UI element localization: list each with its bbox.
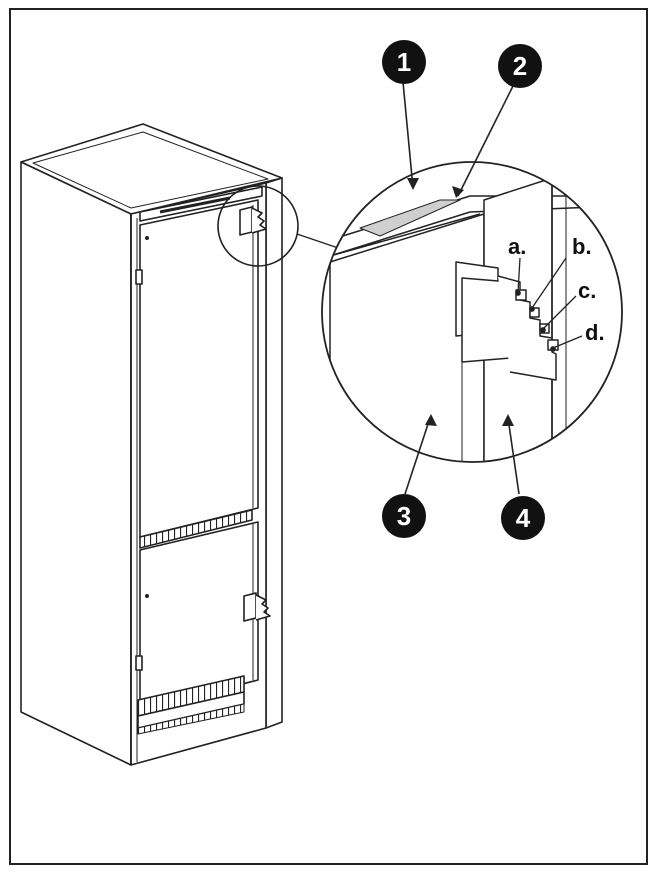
callout-1: 1: [382, 40, 426, 84]
lower-hinge: [243, 592, 271, 622]
upper-door: [139, 199, 259, 538]
svg-text:1: 1: [397, 47, 411, 77]
callout-2: 2: [498, 44, 542, 88]
cabinet-left-side: [20, 161, 132, 766]
upper-hinge: [239, 206, 267, 236]
hinge-position-c: c.: [578, 278, 596, 303]
hinge-position-d: d.: [585, 320, 605, 345]
cabinet: [20, 123, 283, 766]
hinge-position-b: b.: [572, 234, 592, 259]
hinge-position-a: a.: [508, 234, 526, 259]
middle-vent: [139, 509, 253, 549]
svg-text:2: 2: [513, 51, 527, 81]
svg-text:3: 3: [397, 501, 411, 531]
detail-magnified-view: a. b. c. d.: [321, 161, 623, 463]
callout-4: 4: [501, 496, 545, 540]
callout-3: 3: [382, 494, 426, 538]
detail-source-circle: [217, 185, 299, 267]
svg-text:4: 4: [516, 503, 531, 533]
